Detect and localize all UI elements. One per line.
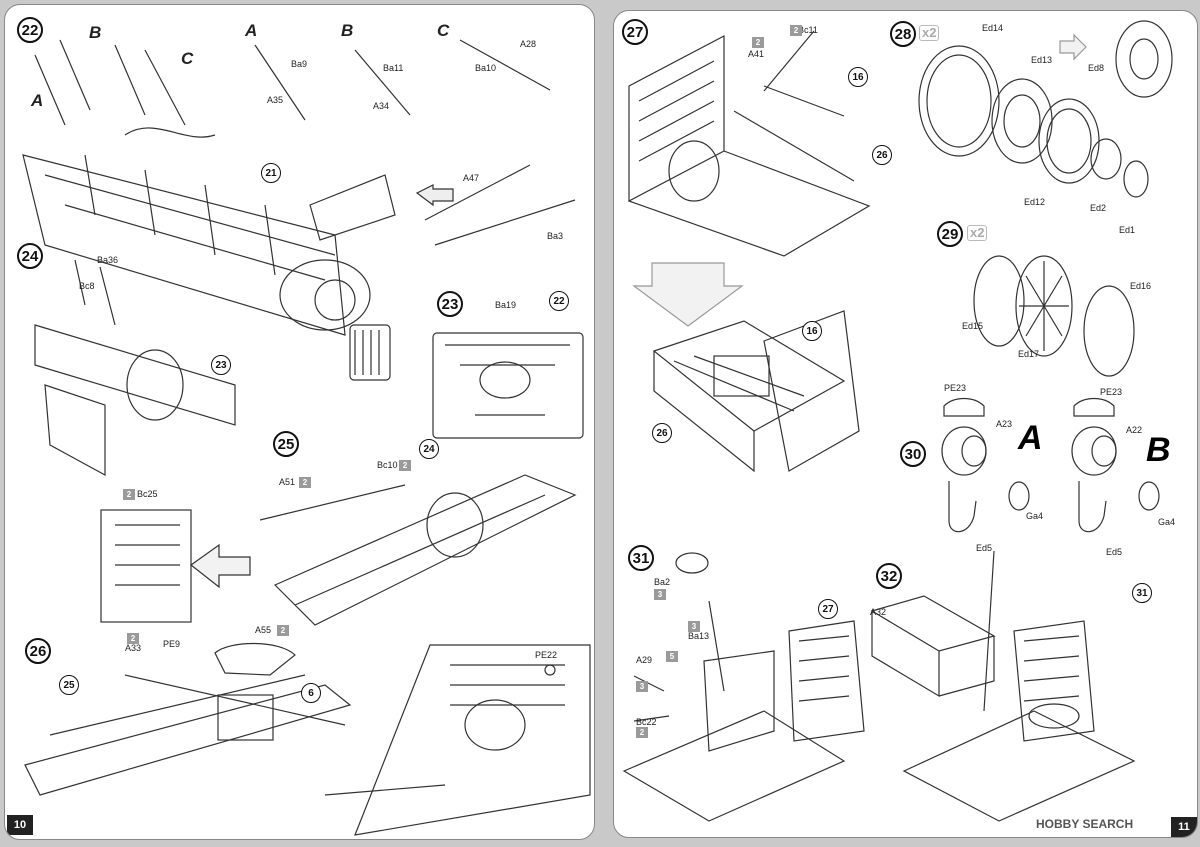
variant-label: B bbox=[89, 23, 102, 42]
part-label: Ed14 bbox=[982, 23, 1004, 33]
variant-label: C bbox=[181, 49, 194, 68]
multiplier-badge: x2 bbox=[967, 225, 988, 241]
step-23-marker: 23 bbox=[437, 291, 463, 317]
variant-label: B bbox=[341, 21, 354, 40]
part-label: A51 bbox=[279, 477, 296, 487]
part-label: Ba11 bbox=[383, 63, 404, 73]
part-label: A33 bbox=[125, 643, 142, 653]
part-label: Ed13 bbox=[1031, 55, 1053, 65]
part-label: A23 bbox=[996, 419, 1013, 429]
step-ref-21: 21 bbox=[261, 163, 281, 183]
part-label: Ed1 bbox=[1119, 225, 1136, 235]
step-28-marker: 28 bbox=[890, 21, 916, 47]
quantity-badge: 3 bbox=[654, 589, 666, 600]
manual-page-right: 27 28 29 30 31 32 x2 x2 Bc11 A41 Ed14 Ed… bbox=[613, 10, 1198, 838]
step-31-marker: 31 bbox=[628, 545, 654, 571]
part-label: Ga4 bbox=[1026, 511, 1044, 521]
right-page-line-art bbox=[622, 20, 1173, 822]
part-label: Ba2 bbox=[654, 577, 671, 587]
variant-label: A bbox=[245, 21, 258, 40]
part-label: Ba10 bbox=[475, 63, 497, 73]
step-32-marker: 32 bbox=[876, 563, 902, 589]
quantity-badge: 3 bbox=[636, 681, 648, 692]
multiplier-badge: x2 bbox=[919, 25, 940, 41]
quantity-badge: 3 bbox=[688, 621, 700, 632]
part-label: Bc8 bbox=[79, 281, 95, 291]
step-29-marker: 29 bbox=[937, 221, 963, 247]
step-26-marker: 26 bbox=[25, 638, 51, 664]
page-number: 11 bbox=[1171, 817, 1197, 837]
manual-page-left: 22 24 23 25 26 B C A A B C Ba9 A35 Ba11 … bbox=[4, 4, 595, 840]
left-page-line-art bbox=[22, 39, 591, 836]
part-label: A55 bbox=[255, 625, 272, 635]
part-label: Bc25 bbox=[137, 489, 158, 499]
part-label: Ed16 bbox=[1130, 281, 1152, 291]
part-label: PE9 bbox=[163, 639, 181, 649]
variant-a-label: A bbox=[1018, 419, 1043, 457]
part-label: A34 bbox=[373, 101, 390, 111]
part-label: PE23 bbox=[944, 383, 967, 393]
part-label: Ed5 bbox=[1106, 547, 1123, 557]
step-24-marker: 24 bbox=[17, 243, 43, 269]
step-ref-25: 25 bbox=[59, 675, 79, 695]
part-label: A35 bbox=[267, 95, 284, 105]
part-label: A28 bbox=[520, 39, 537, 49]
step-ref-23: 23 bbox=[211, 355, 231, 375]
part-label: PE23 bbox=[1100, 387, 1123, 397]
quantity-badge: 2 bbox=[127, 633, 139, 644]
part-label: A47 bbox=[463, 173, 480, 183]
part-label: PE22 bbox=[535, 650, 558, 660]
step-ref-26: 26 bbox=[872, 145, 892, 165]
step-25-marker: 25 bbox=[273, 431, 299, 457]
part-label: Ba9 bbox=[291, 59, 308, 69]
quantity-badge: 2 bbox=[752, 37, 764, 48]
part-label: A29 bbox=[636, 655, 653, 665]
step-ref-24: 24 bbox=[419, 439, 439, 459]
step-22-marker: 22 bbox=[17, 17, 43, 43]
quantity-badge: 2 bbox=[790, 25, 802, 36]
part-label: A41 bbox=[748, 49, 765, 59]
part-label: A32 bbox=[870, 607, 887, 617]
page-number: 10 bbox=[7, 815, 33, 835]
part-label: Ed17 bbox=[1018, 349, 1040, 359]
step-ref-27: 27 bbox=[818, 599, 838, 619]
variant-b-label: B bbox=[1146, 431, 1171, 469]
quantity-badge: 2 bbox=[123, 489, 135, 500]
step-ref-6: 6 bbox=[301, 683, 321, 703]
quantity-badge: 2 bbox=[299, 477, 311, 488]
step-ref-26: 26 bbox=[652, 423, 672, 443]
step-30-marker: 30 bbox=[900, 441, 926, 467]
part-label: Ed15 bbox=[962, 321, 984, 331]
variant-label: C bbox=[437, 21, 450, 40]
part-label: Bc10 bbox=[377, 460, 398, 470]
part-label: Ed5 bbox=[976, 543, 993, 553]
part-label: Bc11 bbox=[798, 25, 818, 35]
part-label: Ba13 bbox=[688, 631, 710, 641]
part-label: Ed8 bbox=[1088, 63, 1105, 73]
part-label: Ed2 bbox=[1090, 203, 1107, 213]
part-label: Ed12 bbox=[1024, 197, 1046, 207]
watermark: HOBBY SEARCH bbox=[1036, 817, 1134, 831]
quantity-badge: 2 bbox=[636, 727, 648, 738]
variant-label: A bbox=[31, 91, 44, 110]
step-ref-22: 22 bbox=[549, 291, 569, 311]
part-label: Bc22 bbox=[636, 717, 657, 727]
step-ref-16: 16 bbox=[802, 321, 822, 341]
part-label: Ba3 bbox=[547, 231, 564, 241]
quantity-badge: 5 bbox=[666, 651, 678, 662]
part-label: A22 bbox=[1126, 425, 1143, 435]
quantity-badge: 2 bbox=[277, 625, 289, 636]
part-label: Ga4 bbox=[1158, 517, 1176, 527]
step-ref-16: 16 bbox=[848, 67, 868, 87]
quantity-badge: 2 bbox=[399, 460, 411, 471]
step-27-marker: 27 bbox=[622, 19, 648, 45]
step-ref-31: 31 bbox=[1132, 583, 1152, 603]
part-label: Ba19 bbox=[495, 300, 517, 310]
part-label: Ba36 bbox=[97, 255, 119, 265]
